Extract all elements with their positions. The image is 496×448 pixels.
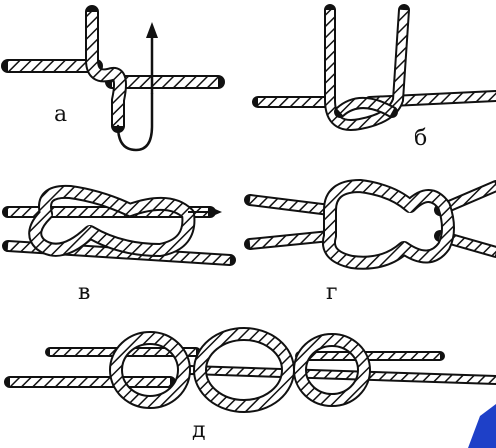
- label-v: в: [78, 282, 90, 304]
- panel-b-step: [258, 10, 496, 125]
- label-b: б: [414, 128, 427, 150]
- panel-d-step: [10, 334, 496, 406]
- panel-v-step: [8, 192, 230, 260]
- panel-a-step: [8, 12, 218, 150]
- panel-g-step: [250, 186, 496, 263]
- label-d: д: [192, 420, 206, 442]
- watermark-mark: [468, 404, 496, 448]
- label-a: а: [54, 104, 67, 126]
- label-g: г: [326, 282, 338, 304]
